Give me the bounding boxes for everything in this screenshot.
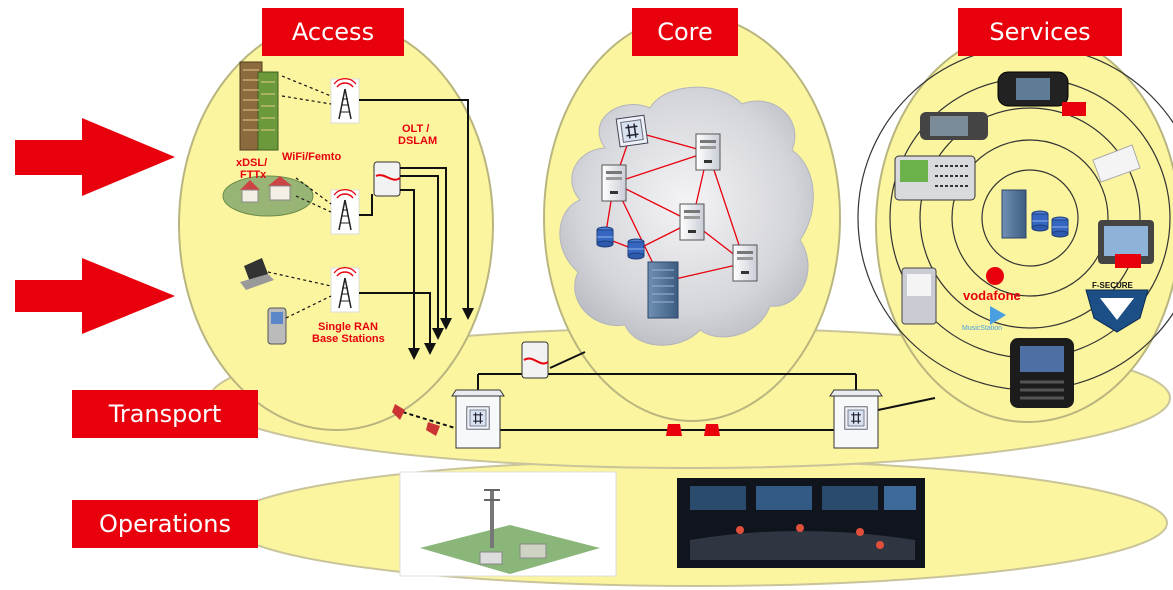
access-dotted-links: [267, 75, 332, 319]
services-devices: [894, 71, 1154, 408]
operations-layer-title: Operations: [72, 500, 258, 548]
access-uplinks: [359, 99, 469, 350]
cell-site-photo: [399, 471, 617, 577]
olt-label-line1: OLT /: [402, 123, 429, 135]
xdsl-label-line2: FTTx: [240, 169, 267, 181]
access-layer-title: Access: [262, 8, 404, 56]
music-label: MusicStation: [962, 325, 1002, 332]
core-devices: [596, 114, 758, 319]
xdsl-label-line1: xDSL/: [236, 157, 267, 169]
operations-center-photo: [677, 478, 925, 568]
transport-layer-title: Transport: [72, 390, 258, 438]
input-arrow-icon: [15, 258, 175, 334]
access-arrowheads: [408, 308, 474, 360]
core-layer-title: Core: [632, 8, 738, 56]
fsecure-label: F-SECURE: [1092, 281, 1134, 290]
input-arrow-icon: [15, 118, 175, 196]
olt-label-line2: DSLAM: [398, 135, 437, 147]
vodafone-label: vodafone: [963, 288, 1021, 303]
ran-label-line2: Base Stations: [312, 333, 385, 345]
access-devices: [222, 61, 401, 345]
wifi-femto-label: WiFi/Femto: [282, 151, 341, 163]
services-layer-title: Services: [958, 8, 1122, 56]
transport-devices: [392, 341, 882, 448]
ran-label-line1: Single RAN: [318, 321, 378, 333]
